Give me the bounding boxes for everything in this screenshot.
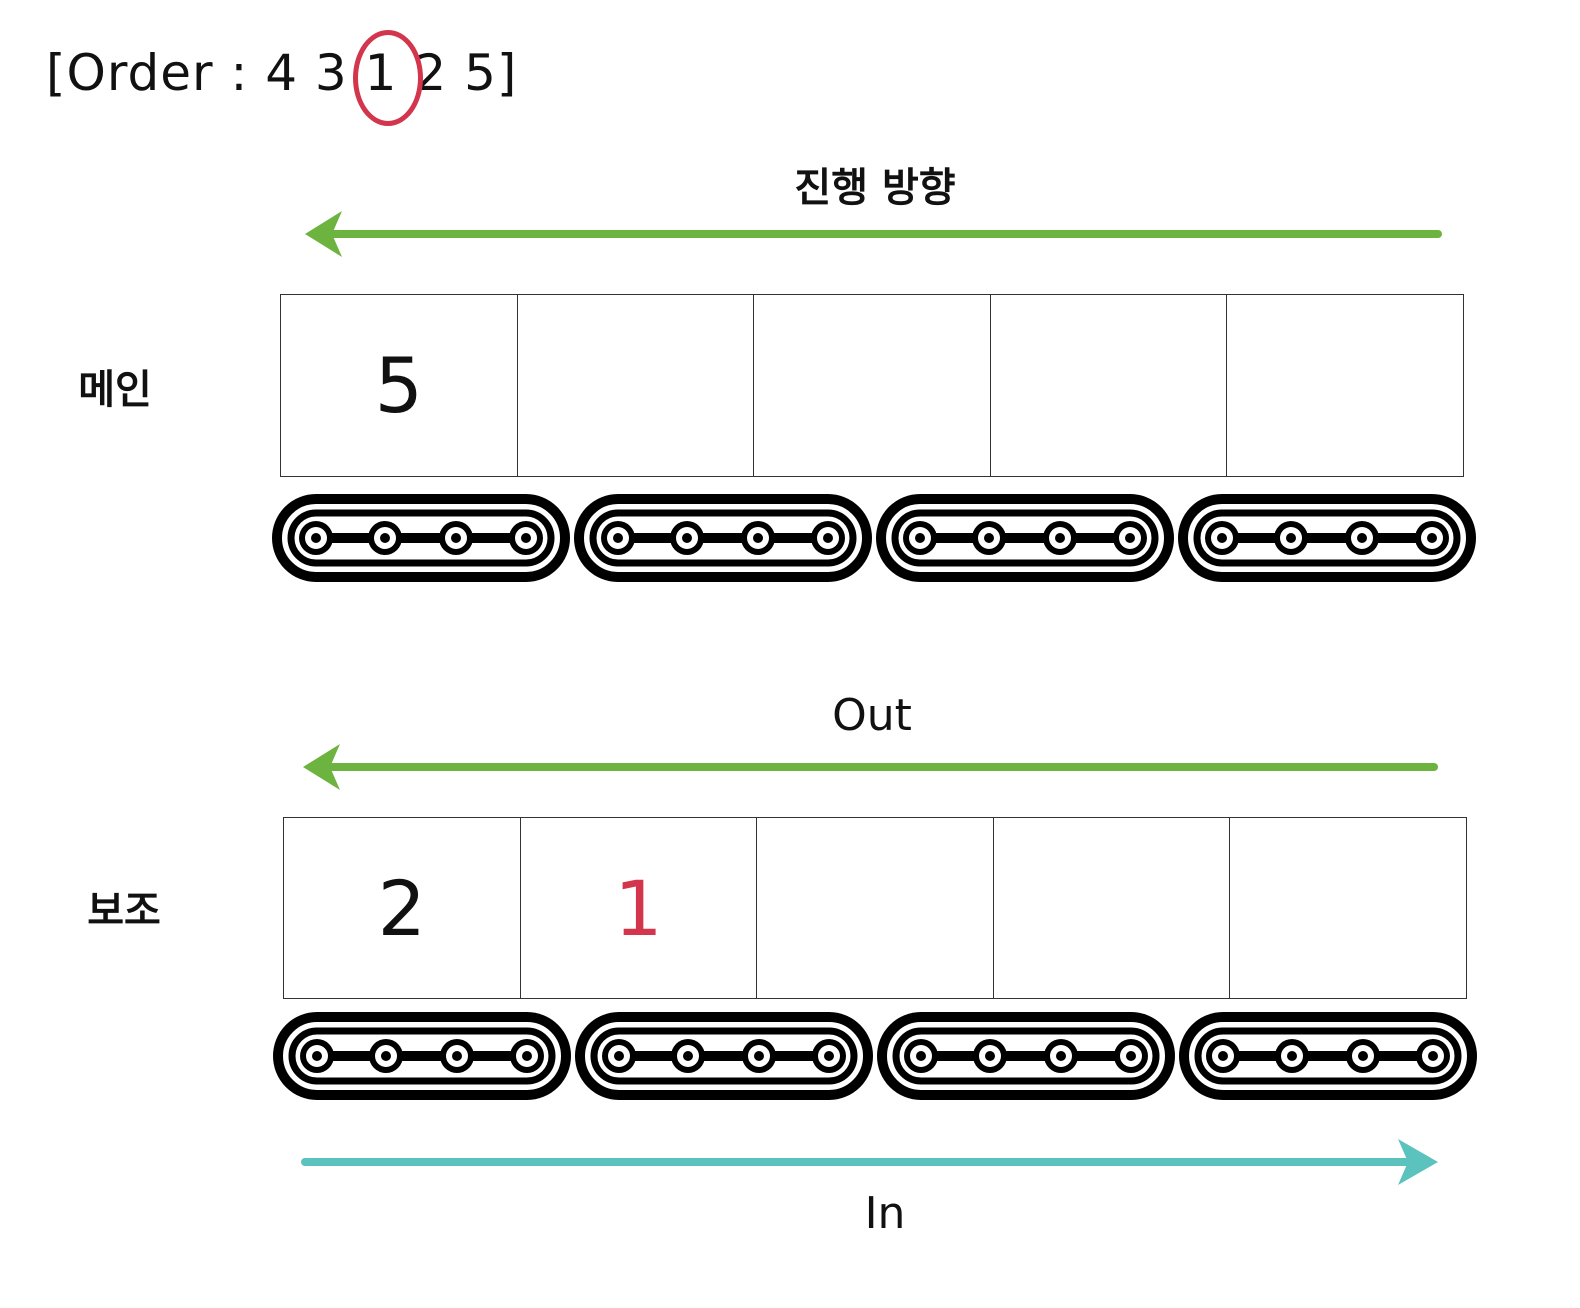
conveyor-belt-icon (575, 1012, 873, 1100)
aux-cell: 2 (284, 818, 521, 998)
main-cell (1227, 295, 1463, 476)
left-arrow-icon (303, 744, 1438, 790)
order-prefix: [Order : 4 3 (46, 44, 348, 102)
aux-cell (1230, 818, 1466, 998)
main-row-label: 메인 (78, 367, 152, 413)
main-conveyor (272, 494, 1478, 582)
aux-buffer: 2 1 (283, 817, 1467, 999)
main-cell (991, 295, 1228, 476)
aux-cell (757, 818, 994, 998)
highlight-circle-icon (352, 30, 423, 126)
left-arrow-icon (305, 211, 1442, 257)
conveyor-belt-icon (877, 1012, 1175, 1100)
conveyor-belt-icon (1179, 1012, 1477, 1100)
conveyor-belt-icon (1178, 494, 1476, 582)
main-cell: 5 (281, 295, 518, 476)
aux-conveyor (273, 1012, 1479, 1100)
order-suffix: 2 5] (414, 44, 518, 102)
out-label: Out (832, 690, 912, 741)
conveyor-belt-icon (574, 494, 872, 582)
aux-cell (994, 818, 1231, 998)
aux-cell-highlighted: 1 (521, 818, 758, 998)
main-cell (518, 295, 755, 476)
direction-label: 진행 방향 (794, 165, 956, 211)
main-cell (754, 295, 991, 476)
conveyor-belt-icon (876, 494, 1174, 582)
order-sequence: [Order : 4 3 1 2 5] (46, 30, 518, 126)
right-arrow-icon (301, 1139, 1438, 1185)
main-buffer: 5 (280, 294, 1464, 477)
aux-row-label: 보조 (87, 888, 161, 934)
in-label: In (864, 1188, 906, 1239)
conveyor-belt-icon (272, 494, 570, 582)
conveyor-belt-icon (273, 1012, 571, 1100)
order-current-item: 1 (352, 30, 423, 126)
